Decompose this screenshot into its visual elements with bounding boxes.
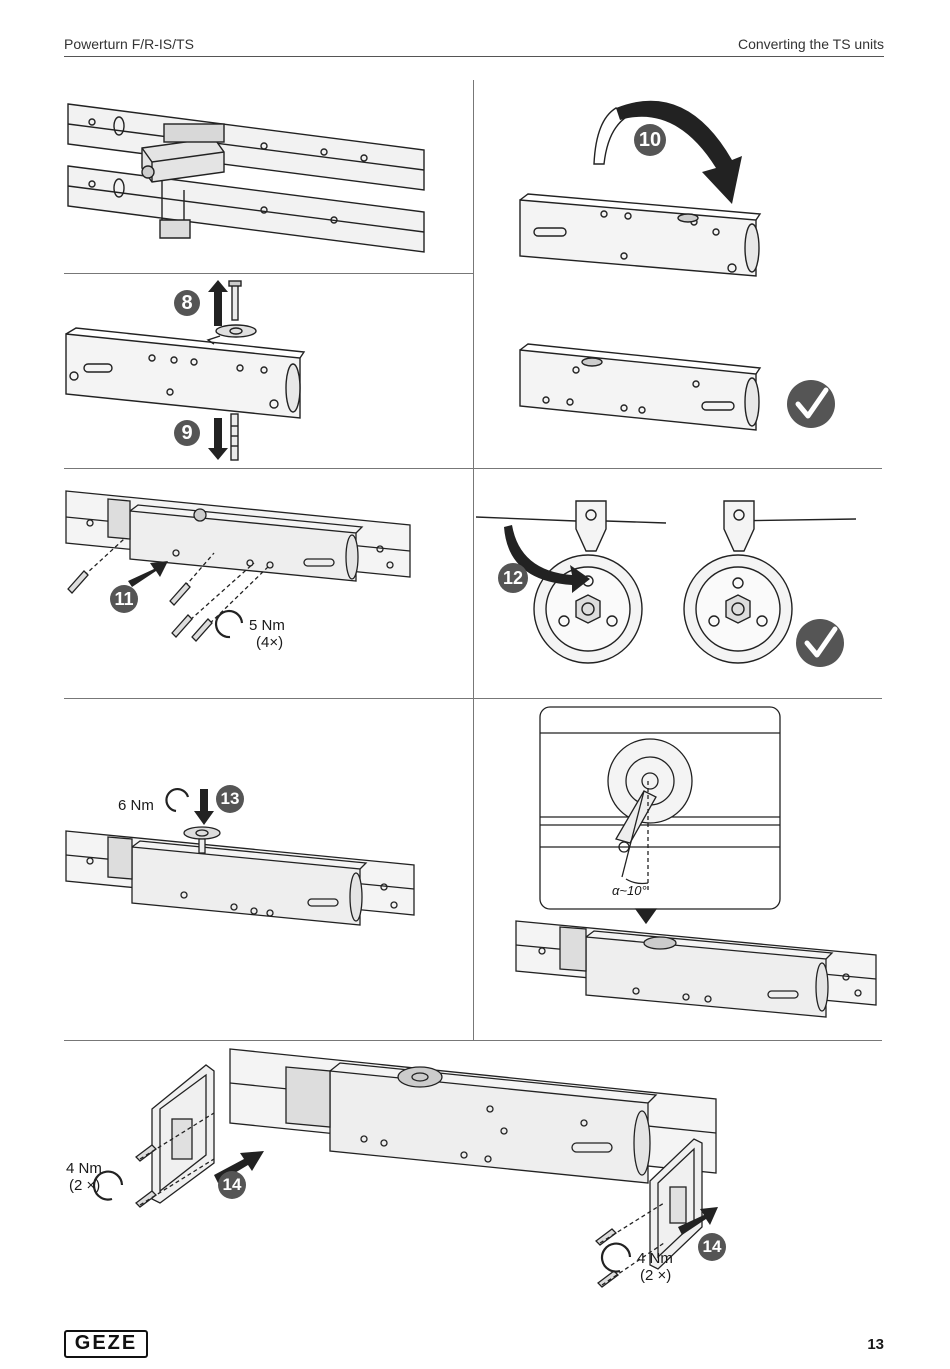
- panel-step-12: 12: [476, 471, 882, 696]
- header-rule: [64, 56, 884, 57]
- step-badge-13: 13: [216, 785, 244, 813]
- step-10-drawing: [519, 100, 835, 431]
- count-label-11: (4×): [256, 634, 284, 651]
- panel-step-11: 11 5 Nm (4×): [64, 471, 473, 696]
- running-header-left: Powerturn F/R-IS/TS: [64, 36, 194, 52]
- logo-text: GEZE: [74, 1332, 138, 1354]
- step-badge-10: 10: [634, 124, 666, 156]
- row-divider-1: [64, 273, 473, 274]
- count-label-14-right: (2 ×): [640, 1267, 672, 1284]
- geze-logo: GEZE: [64, 1330, 148, 1358]
- count-label-14-left: (2 ×): [69, 1177, 101, 1194]
- rail-carriage-drawing: [67, 103, 425, 253]
- torque-label-13: 6 Nm: [118, 797, 154, 814]
- row-divider-2: [64, 468, 882, 469]
- page-number: 13: [867, 1336, 884, 1353]
- step-badge-14-left: 14: [218, 1171, 246, 1199]
- panel-rail-carriage: [64, 80, 473, 270]
- step-badge-14-right: 14: [698, 1233, 726, 1261]
- running-header-right: Converting the TS units: [737, 36, 884, 52]
- step-11-drawing: [65, 490, 411, 642]
- step-badge-12: 12: [498, 563, 528, 593]
- angle-label: α~10°: [612, 883, 647, 898]
- panel-step-13: 6 Nm 13: [64, 701, 473, 1037]
- row-divider-3: [64, 698, 882, 699]
- row-divider-4: [64, 1040, 882, 1041]
- step-14-drawing: [92, 1048, 718, 1288]
- panel-step-14: 14 14 4 Nm (2 ×) 4 Nm (2 ×): [64, 1043, 882, 1313]
- step-badge-9: 9: [174, 420, 200, 446]
- steps-8-9-drawing: [65, 280, 306, 461]
- angle-detail-drawing: [515, 706, 877, 1018]
- torque-label-11: 5 Nm: [249, 617, 285, 634]
- column-divider: [473, 80, 474, 1040]
- panel-steps-8-9: 8 9: [64, 276, 473, 466]
- step-badge-11: 11: [110, 585, 138, 613]
- step-badge-8: 8: [174, 290, 200, 316]
- torque-label-14-right: 4 Nm: [637, 1250, 673, 1267]
- panel-angle-detail: α~10°: [476, 701, 882, 1037]
- step-12-drawing: [476, 500, 857, 667]
- panel-step-10: 10: [476, 80, 882, 466]
- torque-label-14-left: 4 Nm: [66, 1160, 102, 1177]
- step-13-drawing: [65, 788, 415, 926]
